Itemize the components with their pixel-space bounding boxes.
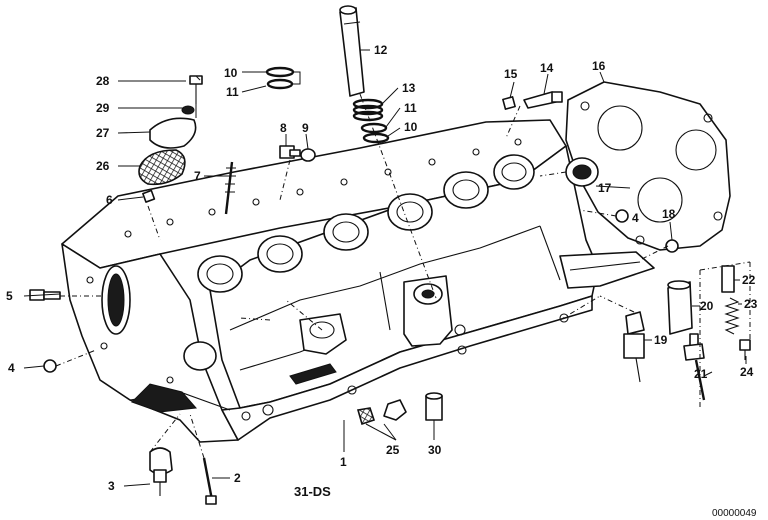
- washer-29: [181, 105, 195, 115]
- callout-29: 29: [96, 101, 110, 115]
- fitting-14: [523, 91, 563, 109]
- guide-tube: [339, 5, 365, 97]
- seal-17: [565, 157, 599, 187]
- plug-4b: [43, 359, 57, 373]
- callout-22: 22: [742, 273, 756, 287]
- callout-2: 2: [234, 471, 241, 485]
- callout-8: 8: [280, 121, 287, 135]
- deck-bolt-holes: [124, 138, 522, 238]
- callout-26: 26: [96, 159, 110, 173]
- callout-4b: 4: [8, 361, 15, 375]
- sleeve-20: [667, 280, 693, 335]
- o-ring-10b: [362, 132, 390, 144]
- nut-15: [502, 96, 516, 110]
- pressure-switch-3: [149, 447, 173, 496]
- callout-6: 6: [106, 193, 113, 207]
- callout-10b: 10: [404, 120, 418, 134]
- leader-lines: [23, 49, 747, 487]
- callout-12: 12: [374, 43, 388, 57]
- sleeve-30: [425, 392, 443, 421]
- callout-30: 30: [428, 443, 442, 457]
- callout-9: 9: [302, 121, 309, 135]
- callout-23: 23: [744, 297, 758, 311]
- callout-27: 27: [96, 126, 110, 140]
- callout-20: 20: [700, 299, 714, 313]
- callout-7: 7: [194, 169, 201, 183]
- bolt-2: [202, 457, 217, 505]
- alignment-lines: [55, 75, 751, 459]
- camshaft-bores: [197, 154, 535, 293]
- callout-11b: 11: [404, 101, 417, 115]
- nut-24: [739, 339, 751, 360]
- callout-4a: 4: [632, 211, 639, 225]
- callout-14: 14: [540, 61, 554, 75]
- strainer-26: [138, 149, 186, 186]
- callout-28: 28: [96, 74, 110, 88]
- callout-18: 18: [662, 207, 676, 221]
- callout-19: 19: [654, 333, 668, 347]
- group-reference: 31-DS: [294, 484, 331, 499]
- callout-24: 24: [740, 365, 754, 379]
- bolt-28: [189, 75, 203, 104]
- callout-5: 5: [6, 289, 13, 303]
- callout-11a: 11: [226, 85, 239, 99]
- pin-22: [721, 265, 735, 293]
- side-boss: [403, 275, 453, 347]
- callout-25: 25: [386, 443, 400, 457]
- callout-15: 15: [504, 67, 518, 81]
- plug-4a: [615, 209, 629, 223]
- o-ring-11a: [266, 78, 294, 90]
- nut-6: [142, 189, 156, 203]
- o-ring-10a: [265, 66, 295, 78]
- plug-8: [279, 145, 301, 159]
- callout-16: 16: [592, 59, 606, 73]
- callout-13: 13: [402, 81, 416, 95]
- cover-27: [149, 117, 197, 149]
- engine-block: [61, 119, 655, 443]
- nut-25: [356, 399, 407, 426]
- part-19: [623, 311, 645, 383]
- callout-21: 21: [694, 367, 708, 381]
- callout-3: 3: [108, 479, 115, 493]
- callout-labels: 28 29 27 26 6 7 10 11 12 13 11 10 8 9 15…: [6, 43, 758, 493]
- ring-9: [300, 148, 316, 162]
- spring-13: [352, 98, 384, 122]
- callout-17: 17: [598, 181, 612, 195]
- callout-10a: 10: [224, 66, 238, 80]
- document-number: 00000049: [712, 508, 757, 519]
- stud-7: [224, 161, 236, 215]
- callout-1: 1: [340, 455, 347, 469]
- spring-23: [724, 297, 740, 335]
